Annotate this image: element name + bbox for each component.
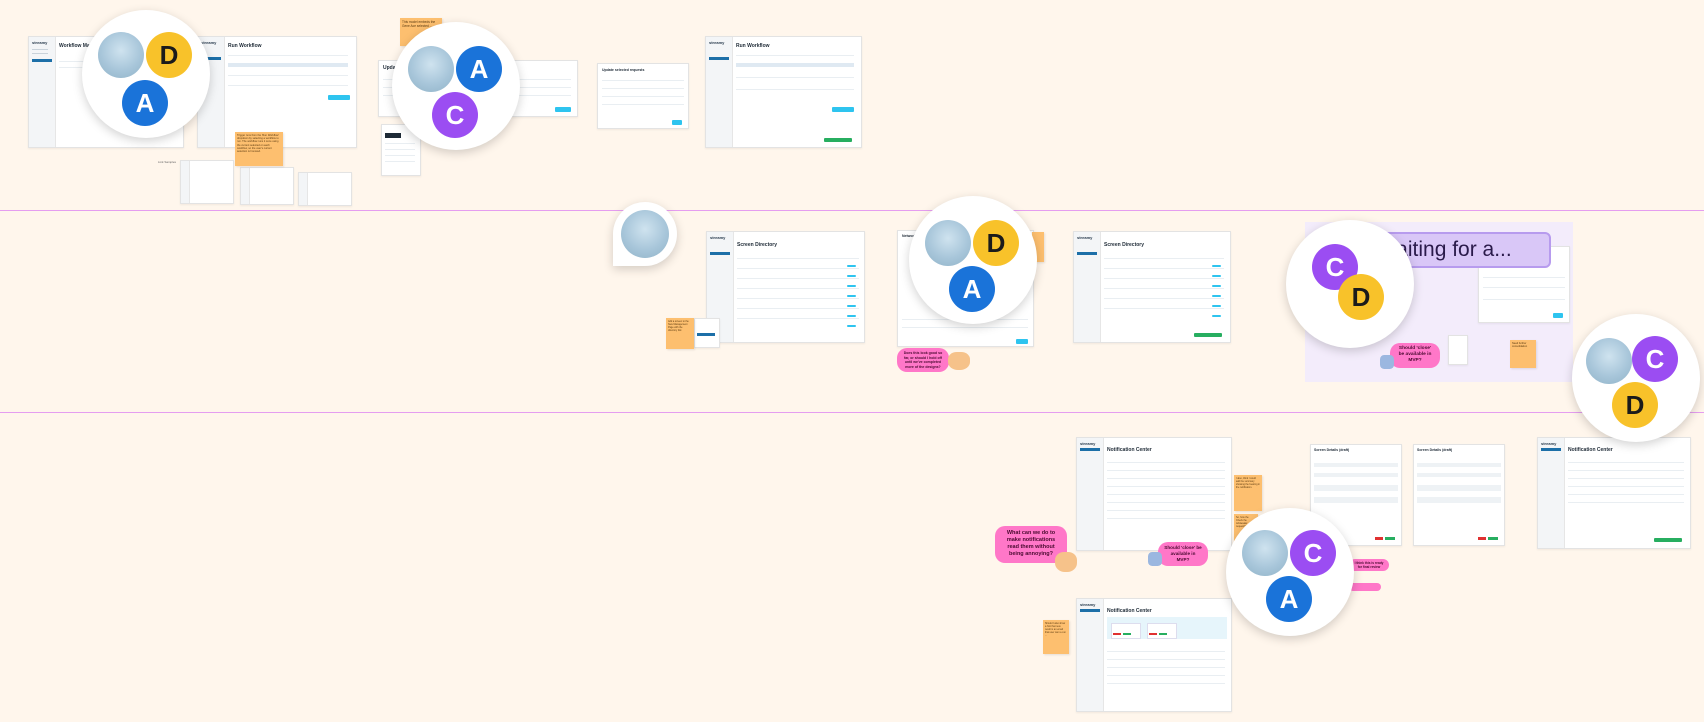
avatar: C <box>1632 336 1678 382</box>
cursor-message-2: Should 'close' be available in MVP? <box>1390 343 1440 368</box>
avatar-photo <box>408 46 454 92</box>
cursor-message-5: I think this is ready for final review <box>1349 559 1389 572</box>
app-logo: streamy <box>1077 235 1093 240</box>
screen-directory-frame-b[interactable]: streamy Screen Directory <box>1073 231 1231 343</box>
page-title: Screen Directory <box>1104 242 1145 248</box>
save-button[interactable] <box>1553 313 1563 318</box>
avatar: D <box>1338 274 1384 320</box>
collaborator-cluster-5[interactable]: C D <box>1572 314 1700 442</box>
run-button[interactable] <box>832 107 854 112</box>
collaborator-single[interactable] <box>613 202 677 266</box>
sticky-note-bottom-left[interactable]: Should I also show a hint that new resul… <box>1043 620 1069 654</box>
cursor-message-4: Should 'close' be available in MVP? <box>1158 542 1208 566</box>
link-samples-label: Link Samples <box>158 160 177 164</box>
page-title: Screen Directory <box>737 242 778 248</box>
sticky-note-right-mid[interactable]: Need further consolidation <box>1510 340 1536 368</box>
save-button[interactable] <box>1016 339 1028 344</box>
sticky-note-workflow[interactable]: Trigger runs from the 'Run Workflow' dro… <box>235 132 283 166</box>
link-sample-2[interactable] <box>240 167 294 205</box>
run-workflow-frame-b[interactable]: streamy Run Workflow <box>705 36 862 148</box>
page-title: Notification Center <box>1107 447 1152 453</box>
notification-center-frame-a[interactable]: streamy Notification Center <box>1076 437 1232 551</box>
collaborator-cluster-6[interactable]: C A <box>1226 508 1354 636</box>
dialog-title: Network ... <box>902 234 920 238</box>
avatar: D <box>146 32 192 78</box>
dropdown-mock-mid[interactable] <box>1448 335 1468 365</box>
page-title: Notification Center <box>1568 447 1613 453</box>
cat-mascot-icon <box>948 352 970 370</box>
app-logo: streamy <box>710 235 726 240</box>
cursor-message-1: Does this look good so far, or should I … <box>897 348 949 373</box>
app-logo: streamy <box>1541 441 1557 446</box>
link-sample-3[interactable] <box>298 172 352 206</box>
app-logo: streamy <box>32 40 48 45</box>
avatar: C <box>432 92 478 138</box>
avatar: C <box>1290 530 1336 576</box>
section-divider-1 <box>0 210 1704 211</box>
cat-mascot-icon <box>1055 552 1077 572</box>
collaborator-cluster-3[interactable]: D A <box>909 196 1037 324</box>
collaborator-cluster-2[interactable]: A C <box>392 22 520 150</box>
notification-center-frame-c[interactable]: streamy Notification Center <box>1537 437 1691 549</box>
app-logo: streamy <box>201 40 217 45</box>
section-divider-2 <box>0 412 1704 413</box>
page-title: Run Workflow <box>736 43 770 49</box>
avatar-photo <box>98 32 144 78</box>
app-logo: streamy <box>1080 602 1096 607</box>
apply-button[interactable] <box>672 120 682 125</box>
robot-mascot-icon <box>1148 552 1162 566</box>
screen-directory-frame-a[interactable]: streamy Screen Directory <box>706 231 865 343</box>
cursor-message-3: What can we do to make notifications rea… <box>995 526 1067 563</box>
run-button[interactable] <box>328 95 350 100</box>
page-title: Run Workflow <box>228 43 262 49</box>
app-logo: streamy <box>1080 441 1096 446</box>
small-nav-frame[interactable] <box>694 318 720 348</box>
collaborator-cluster-4[interactable]: C D <box>1286 220 1414 348</box>
avatar: D <box>973 220 1019 266</box>
page-title: Notification Center <box>1107 608 1152 614</box>
screen-details-frame-b[interactable]: Screen Details (draft) <box>1413 444 1505 546</box>
avatar: A <box>949 266 995 312</box>
dialog-title: Screen Details (draft) <box>1314 448 1350 452</box>
avatar: D <box>1612 382 1658 428</box>
collaborator-cluster-1[interactable]: D A <box>82 10 210 138</box>
link-sample-1[interactable] <box>180 160 234 204</box>
notification-center-frame-b[interactable]: streamy Notification Center <box>1076 598 1232 712</box>
status-chip <box>824 138 852 142</box>
status-chip <box>1194 333 1222 337</box>
dialog-title: Screen Details (draft) <box>1417 448 1453 452</box>
cursor-message-6 <box>1349 583 1381 591</box>
avatar-photo <box>1586 338 1632 384</box>
sticky-note-mid-left[interactable]: Add a screen to the New Management Page … <box>666 318 694 349</box>
avatar-photo <box>925 220 971 266</box>
app-logo: streamy <box>709 40 725 45</box>
status-chip <box>1654 538 1682 542</box>
avatar: A <box>1266 576 1312 622</box>
page-title: Workflow Management <box>59 43 114 49</box>
avatar-photo <box>1242 530 1288 576</box>
robot-mascot-icon <box>1380 355 1394 369</box>
sticky-note-bottom-a[interactable]: I also, think I could add the summary sh… <box>1234 475 1262 511</box>
avatar-photo <box>621 210 669 258</box>
avatar: A <box>456 46 502 92</box>
avatar: A <box>122 80 168 126</box>
update-dialog-frame-b[interactable]: Update selected requests <box>597 63 689 129</box>
dialog-title: Update selected requests <box>602 68 645 72</box>
apply-button[interactable] <box>555 107 571 112</box>
